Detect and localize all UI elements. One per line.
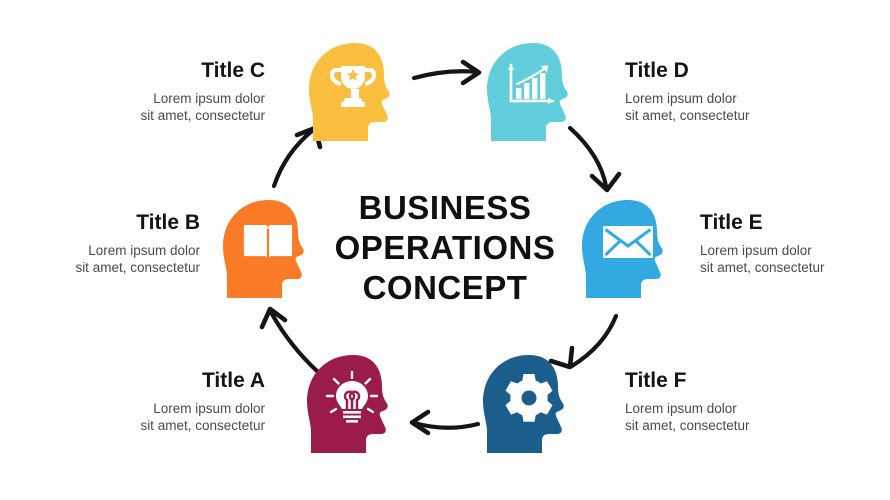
envelope-icon [603, 226, 653, 258]
label-title-f: Title F [625, 369, 687, 392]
label-title-e: Title E [700, 211, 763, 234]
label-desc-b-line-2: sit amet, consectetur [75, 260, 200, 275]
label-desc-f-line-1: Lorem ipsum dolor [625, 401, 737, 416]
center-title-line-1: BUSINESS [358, 189, 532, 226]
label-title-d: Title D [625, 59, 689, 82]
head-node-d[interactable] [483, 40, 587, 144]
label-desc-d-line-1: Lorem ipsum dolor [625, 91, 737, 106]
label-title-a: Title A [201, 369, 265, 392]
label-desc-e-line-2: sit amet, consectetur [700, 260, 825, 275]
head-silhouette-c [309, 43, 390, 141]
label-desc-a-line-2: sit amet, consectetur [140, 418, 265, 433]
label-block-d: Title D Lorem ipsum dolor sit amet, cons… [625, 58, 805, 124]
label-desc-b-line-1: Lorem ipsum dolor [88, 243, 200, 258]
arrow-c-to-d [411, 59, 482, 86]
lightbulb-icon [325, 370, 379, 423]
label-block-a: Title A Lorem ipsum dolor sit amet, cons… [95, 368, 265, 434]
label-block-f: Title F Lorem ipsum dolor sit amet, cons… [625, 368, 805, 434]
head-node-e[interactable] [578, 197, 682, 301]
label-desc-f-line-2: sit amet, consectetur [625, 418, 750, 433]
label-desc-c-line-1: Lorem ipsum dolor [153, 91, 265, 106]
label-block-b: Title B Lorem ipsum dolor sit amet, cons… [30, 210, 200, 276]
label-block-c: Title C Lorem ipsum dolor sit amet, cons… [95, 58, 265, 124]
head-node-a[interactable] [303, 352, 407, 456]
label-block-e: Title E Lorem ipsum dolor sit amet, cons… [700, 210, 880, 276]
head-silhouette-d [487, 43, 568, 141]
label-desc-d-line-2: sit amet, consectetur [625, 108, 750, 123]
center-title-line-3: CONCEPT [362, 269, 528, 306]
open-book-icon [243, 225, 293, 259]
label-title-c: Title C [201, 59, 265, 82]
label-desc-c-line-2: sit amet, consectetur [140, 108, 265, 123]
label-title-b: Title B [136, 211, 200, 234]
head-node-b[interactable] [219, 197, 323, 301]
trophy-star-icon [346, 69, 360, 81]
gear-icon [505, 374, 553, 422]
head-silhouette-a [307, 355, 388, 453]
head-node-c[interactable] [305, 40, 409, 144]
label-desc-a-line-1: Lorem ipsum dolor [153, 401, 265, 416]
center-title: BUSINESS OPERATIONS CONCEPT [297, 188, 593, 308]
arrow-f-to-a [409, 409, 481, 436]
center-title-line-2: OPERATIONS [334, 229, 556, 266]
head-node-f[interactable] [479, 352, 583, 456]
head-silhouette-f [483, 355, 564, 453]
head-silhouette-b [223, 200, 304, 298]
head-silhouette-e [582, 200, 663, 298]
bar-chart-icon [507, 63, 555, 105]
label-desc-e-line-1: Lorem ipsum dolor [700, 243, 812, 258]
